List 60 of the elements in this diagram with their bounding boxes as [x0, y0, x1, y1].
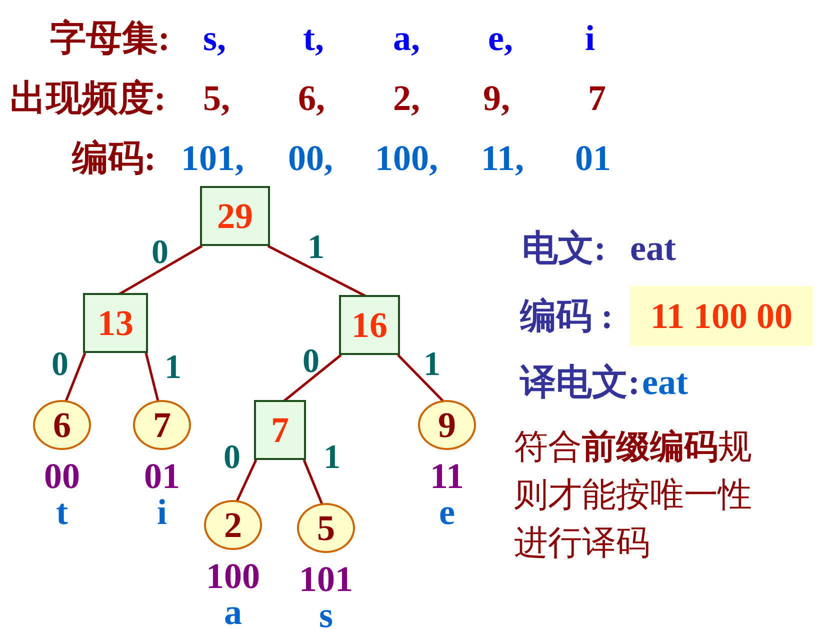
tree-edge [267, 244, 366, 298]
message-heading: 电文: [522, 227, 606, 270]
letter: i [585, 17, 596, 60]
leaf-node-oval: 7 [133, 400, 191, 450]
code-value: 11, [481, 137, 524, 180]
letter-label: a [224, 594, 242, 629]
tree-edge [64, 352, 86, 402]
letter-label: e [439, 494, 455, 530]
frequency-value: 9, [483, 77, 510, 120]
letter-label: i [157, 494, 167, 530]
tree-node-box: 7 [254, 400, 306, 460]
leaf-node-oval: 5 [297, 503, 355, 553]
leaf-node-oval: 2 [204, 500, 262, 550]
tree-edge [302, 460, 324, 504]
tree-edge [118, 244, 203, 296]
letter-label: t [56, 494, 68, 530]
edge-label: 1 [424, 348, 440, 382]
letter-label: s [319, 597, 333, 629]
frequency-value: 7 [588, 77, 606, 120]
message-text: eat [630, 227, 676, 270]
leaf-node-oval: 6 [33, 400, 91, 450]
tree-node-box: 13 [83, 293, 148, 353]
edge-label: 1 [164, 351, 182, 385]
edge-label: 1 [324, 441, 340, 475]
tree-node-box: 16 [339, 295, 400, 355]
leaf-node-oval: 9 [418, 400, 476, 450]
tree-edge [283, 354, 342, 402]
code-label: 01 [144, 458, 180, 494]
decoded-heading: 译电文: [520, 361, 640, 404]
edge-label: 0 [224, 441, 240, 475]
letter: t, [303, 17, 324, 60]
code-heading: 编码 : [520, 295, 613, 338]
code-label: 101 [299, 561, 353, 597]
letter: a, [393, 17, 420, 60]
code-value: 01 [575, 137, 611, 180]
code-value: 101, [181, 137, 244, 180]
code-value: 00, [288, 137, 333, 180]
row-heading: 编码: [72, 137, 156, 180]
code-label: 11 [430, 458, 464, 494]
edge-label: 1 [308, 231, 324, 265]
tree-edge [144, 352, 160, 402]
highlighted-code-box: 11 100 00 [630, 286, 813, 346]
edge-label: 0 [52, 348, 68, 382]
frequency-value: 5, [203, 77, 230, 120]
note-paragraph: 符合前缀编码规则才能按唯一性进行译码 [514, 428, 753, 564]
tree-edge [397, 354, 444, 402]
row-heading: 出现频度: [10, 77, 166, 120]
code-label: 100 [206, 558, 260, 594]
letter: s, [203, 17, 226, 60]
edge-label: 0 [152, 236, 168, 270]
decoded-text: eat [642, 361, 688, 404]
code-label: 00 [44, 458, 80, 494]
frequency-value: 2, [393, 77, 420, 120]
frequency-value: 6, [298, 77, 325, 120]
row-heading: 字母集: [50, 17, 170, 60]
code-value: 100, [375, 137, 438, 180]
letter: e, [488, 17, 513, 60]
edge-label: 0 [302, 345, 320, 379]
tree-node-box: 29 [200, 186, 270, 246]
tree-edge [236, 459, 258, 502]
